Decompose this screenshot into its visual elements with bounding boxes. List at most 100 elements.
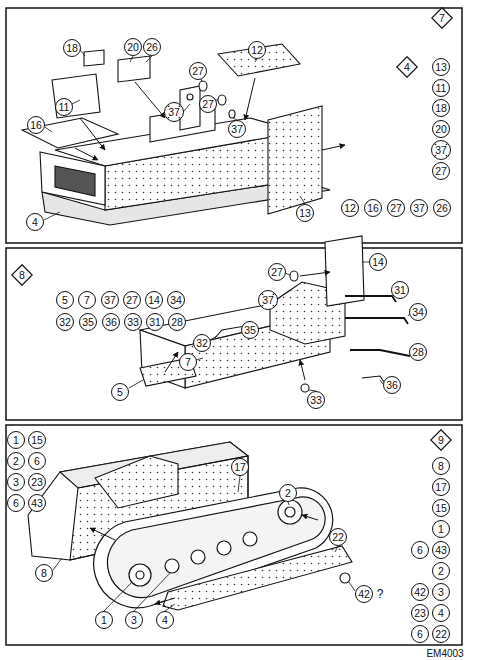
callout-number: 27 (387, 199, 405, 217)
note-mark: ? (377, 587, 384, 601)
plate-part (218, 44, 300, 76)
callout-number: 16 (27, 116, 45, 134)
assembly-arrow (155, 598, 175, 604)
callout-number: 42 (355, 585, 373, 603)
assembly-arrow (80, 118, 105, 150)
leader-line (349, 582, 355, 591)
plate-part (163, 546, 352, 610)
callout-text: 27 (202, 99, 214, 110)
callout-text: 22 (435, 629, 447, 640)
callout-number: 27 (432, 162, 450, 180)
callout-text: 32 (59, 317, 71, 328)
callout-number: 17 (231, 458, 249, 476)
callout-number: 27 (189, 62, 207, 80)
callout-number: 36 (102, 313, 120, 331)
track-part (136, 571, 144, 579)
callout-number: 20 (124, 38, 142, 56)
assembly-arrow (300, 272, 330, 276)
callout-text: 34 (412, 307, 424, 318)
callout-number: 3 (432, 583, 450, 601)
callout-text: 36 (105, 317, 117, 328)
track-part (217, 541, 231, 555)
leader-line (44, 50, 305, 220)
plate-part (199, 81, 207, 91)
callout-text: 32 (196, 338, 208, 349)
callout-text: 11 (436, 83, 447, 94)
leader-line (362, 262, 369, 263)
callout-number: 4 (156, 611, 174, 629)
leader-line (183, 104, 190, 112)
rod-part (345, 318, 408, 324)
callout-number: 15 (28, 431, 46, 449)
panel-frame (6, 248, 462, 420)
callout-number: 6 (28, 452, 46, 470)
callout-number: 28 (168, 313, 186, 331)
callout-text: 13 (299, 208, 311, 219)
callout-number: 4 (432, 604, 450, 622)
callout-number: 12 (248, 41, 266, 59)
step-diamond: 4 (396, 56, 418, 78)
panel-frame (6, 425, 462, 645)
diamond-outline (432, 8, 452, 28)
callout-text: 6 (34, 456, 40, 467)
plate-part (268, 106, 322, 214)
callout-text: 1 (101, 615, 107, 626)
leader-line (300, 196, 305, 204)
callout-text: 8 (19, 270, 25, 281)
callout-number: 23 (411, 604, 429, 622)
track-part (285, 507, 295, 517)
assembly-arrow (165, 352, 178, 372)
sheet-code: EM4003 (426, 648, 463, 659)
track-part (129, 564, 151, 586)
callout-text: 27 (435, 166, 447, 177)
callout-number: 11 (432, 79, 450, 97)
callout-text: 26 (146, 42, 158, 53)
leader-line (53, 476, 355, 611)
leader-line (238, 476, 240, 492)
cross-out-mark (168, 106, 181, 119)
callout-number: 12 (341, 199, 359, 217)
step-diamond: 8 (11, 264, 33, 286)
callout-text: 1 (13, 435, 19, 446)
callout-text: 17 (435, 482, 447, 493)
callout-text: 37 (413, 203, 425, 214)
step-diamond: 7 (431, 7, 453, 29)
callout-text: 3 (13, 477, 19, 488)
leader-line (201, 79, 202, 82)
callout-text: 15 (31, 435, 43, 446)
callout-text: 31 (394, 285, 406, 296)
assembly-arrow (302, 515, 318, 520)
callout-number: 36 (383, 376, 401, 394)
callout-number: 26 (143, 38, 161, 56)
plate-part (268, 106, 322, 214)
panel-frame (6, 8, 462, 645)
callout-number: 34 (167, 291, 185, 309)
callout-text: 35 (244, 325, 256, 336)
plate-part (140, 236, 384, 392)
leader-line (134, 573, 170, 611)
callout-number: 17 (432, 478, 450, 496)
callout-number: 6 (7, 494, 25, 512)
plate-part (84, 50, 104, 66)
callout-number: 11 (55, 98, 73, 116)
assembly-arrow (300, 360, 305, 380)
hull-part (95, 456, 178, 508)
callout-number: 37 (164, 102, 184, 122)
callout-text: 7 (439, 13, 445, 24)
callout-number: 14 (369, 253, 387, 271)
callout-number: 33 (307, 391, 325, 409)
callout-text: 37 (167, 107, 181, 118)
callout-text: 6 (417, 629, 423, 640)
callout-number: 6 (411, 625, 429, 643)
leader-line (80, 50, 85, 56)
callout-number: 31 (391, 281, 409, 299)
callout-text: 3 (131, 615, 137, 626)
callout-text: 27 (390, 203, 402, 214)
callout-text: 34 (170, 295, 182, 306)
cross-out-mark (262, 294, 275, 307)
callout-text: 16 (367, 203, 379, 214)
callout-text: 33 (127, 317, 139, 328)
callout-number: 37 (101, 291, 119, 309)
callout-number: 1 (95, 611, 113, 629)
